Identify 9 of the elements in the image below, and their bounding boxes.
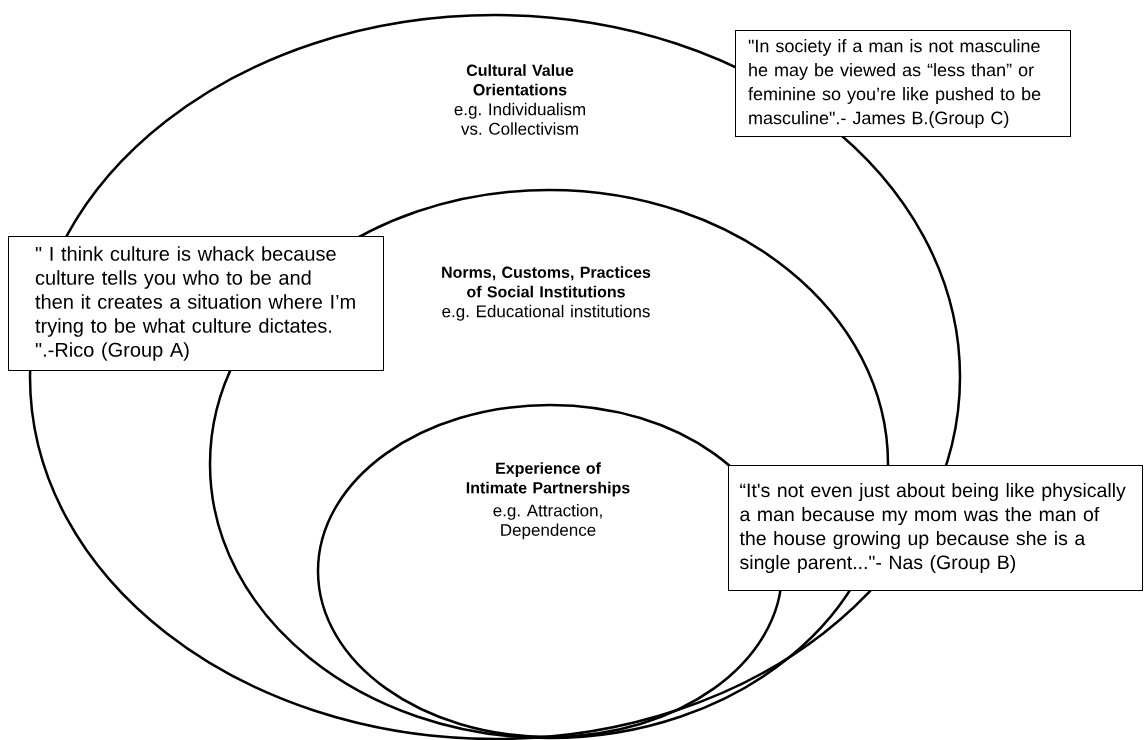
quote-box: "In society if a man is not masculine he may be viewed as “less than” or feminine so you’re like pushed to be masculine".- James B.(Group C) xyxy=(735,30,1071,137)
example-text: e.g. Individualism vs. Collectivism xyxy=(454,102,585,135)
quote-box: " I think culture is whack because culture tells you who to be and then it creates a situation where I’m trying to be what culture dictates. ".-Rico (Group A) xyxy=(8,236,384,371)
example-text: e.g. Educational institutions xyxy=(442,304,650,321)
example-text: e.g. Attraction, Dependence xyxy=(493,504,602,540)
heading: Cultural Value Orientations xyxy=(466,64,574,96)
quote-box: “It's not even just about being like physically a man because my mom was the man of the house growing up because she is a single parent..."- Nas (Group B) xyxy=(728,465,1143,591)
heading: Norms, Customs, Practices of Social Institutions xyxy=(442,266,651,298)
heading: Experience of Intimate Partnerships xyxy=(466,462,630,497)
